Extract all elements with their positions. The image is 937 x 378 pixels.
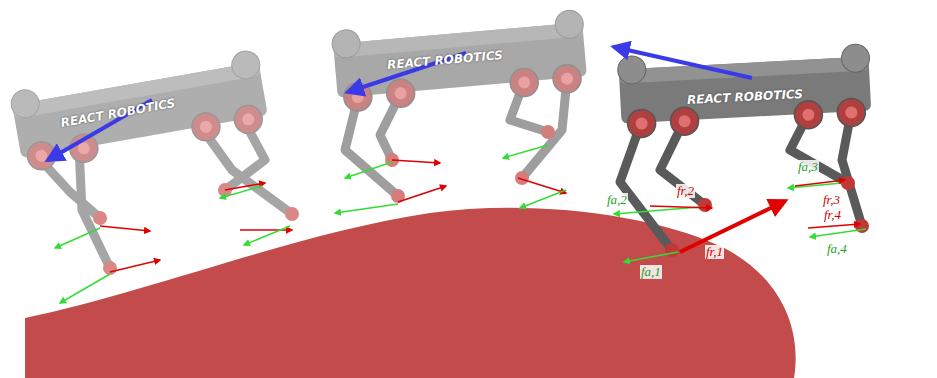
force-arrows: [614, 180, 866, 262]
force-label: fa,2: [606, 193, 628, 207]
force-arrows: [335, 145, 566, 213]
force-label: fa,1: [640, 265, 662, 279]
force-label: fr,1: [705, 245, 724, 259]
body-logo: REACT ROBOTICS: [687, 87, 804, 107]
force-label: fr,4: [823, 208, 842, 222]
force-label: fr,2: [676, 184, 695, 198]
robot-pose-ghost: [9, 49, 299, 275]
body-logo: REACT ROBOTICS: [387, 48, 504, 72]
force-label: fa,4: [826, 242, 848, 256]
robot-pose-ghost: [331, 9, 589, 203]
velocity-arrows: [48, 47, 752, 160]
body-logo: REACT ROBOTICS: [60, 96, 177, 130]
force-arrows: [55, 183, 292, 303]
terrain-hill: [25, 208, 796, 378]
force-label: fr,3: [822, 193, 841, 207]
force-label: fa,3: [797, 160, 819, 174]
